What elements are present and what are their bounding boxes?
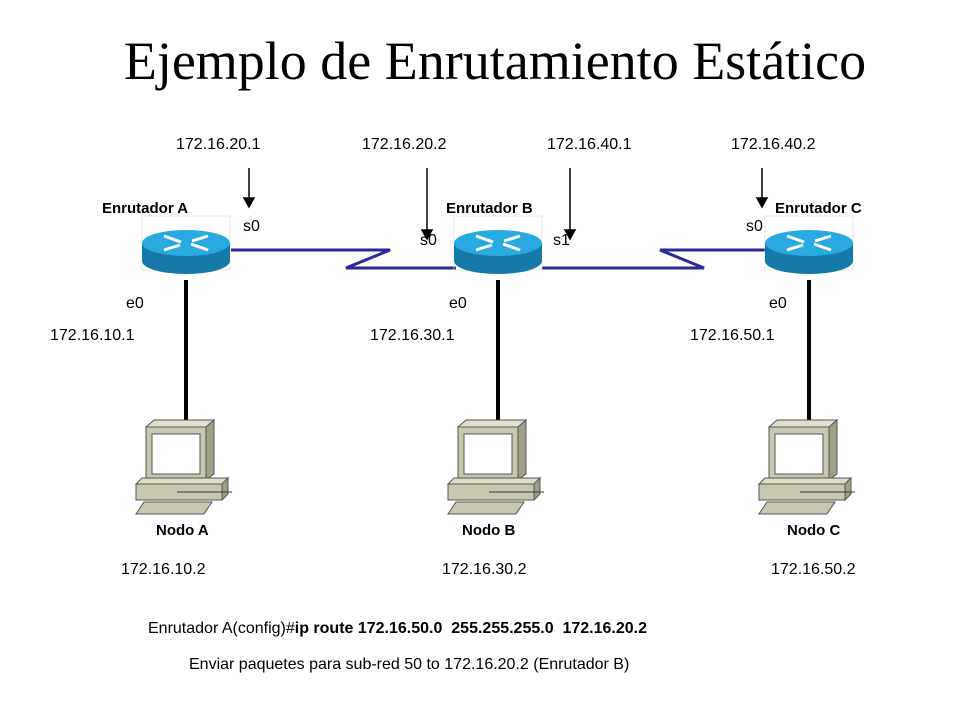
serial-link-b-c [542, 248, 766, 270]
ip-label: 172.16.10.2 [121, 561, 206, 578]
ip-label: 172.16.20.1 [176, 136, 261, 153]
command-text: ip route 172.16.50.0 255.255.255.0 172.1… [294, 620, 648, 637]
command-line: Enrutador A(config)#ip route 172.16.50.0… [148, 620, 647, 638]
pc-c-icon [758, 419, 856, 515]
interface-label: s0 [243, 218, 260, 235]
command-prompt: Enrutador A(config)# [148, 620, 295, 637]
interface-label: s1 [553, 232, 570, 249]
interface-label: e0 [126, 295, 144, 312]
pc-a-icon [135, 419, 233, 515]
ip-label: 172.16.50.2 [771, 561, 856, 578]
interface-label: s0 [420, 232, 437, 249]
arrows [242, 168, 769, 241]
interface-label: e0 [449, 295, 467, 312]
ip-label: 172.16.50.1 [690, 327, 775, 344]
node-b-label: Nodo B [462, 522, 516, 539]
router-c-icon [763, 214, 855, 276]
router-b-icon [452, 214, 544, 276]
serial-links [231, 248, 766, 270]
ip-label: 172.16.40.1 [547, 136, 632, 153]
router-c-label: Enrutador C [775, 200, 862, 217]
router-a-icon [140, 214, 232, 276]
ip-label: 172.16.30.1 [370, 327, 455, 344]
ip-label: 172.16.40.2 [731, 136, 816, 153]
interface-label: s0 [746, 218, 763, 235]
pc-b-icon [447, 419, 545, 515]
interface-label: e0 [769, 295, 787, 312]
ip-label: 172.16.10.1 [50, 327, 135, 344]
serial-link-a-b [231, 248, 456, 270]
router-b-label: Enrutador B [446, 200, 533, 217]
node-c-label: Nodo C [787, 522, 841, 539]
node-a-label: Nodo A [156, 522, 209, 539]
ip-label: 172.16.30.2 [442, 561, 527, 578]
caption: Enviar paquetes para sub-red 50 to 172.1… [189, 656, 630, 673]
router-a-label: Enrutador A [102, 200, 189, 217]
ip-label: 172.16.20.2 [362, 136, 447, 153]
ethernet-links [184, 280, 811, 425]
page-title: Ejemplo de Enrutamiento Estático [123, 31, 867, 91]
